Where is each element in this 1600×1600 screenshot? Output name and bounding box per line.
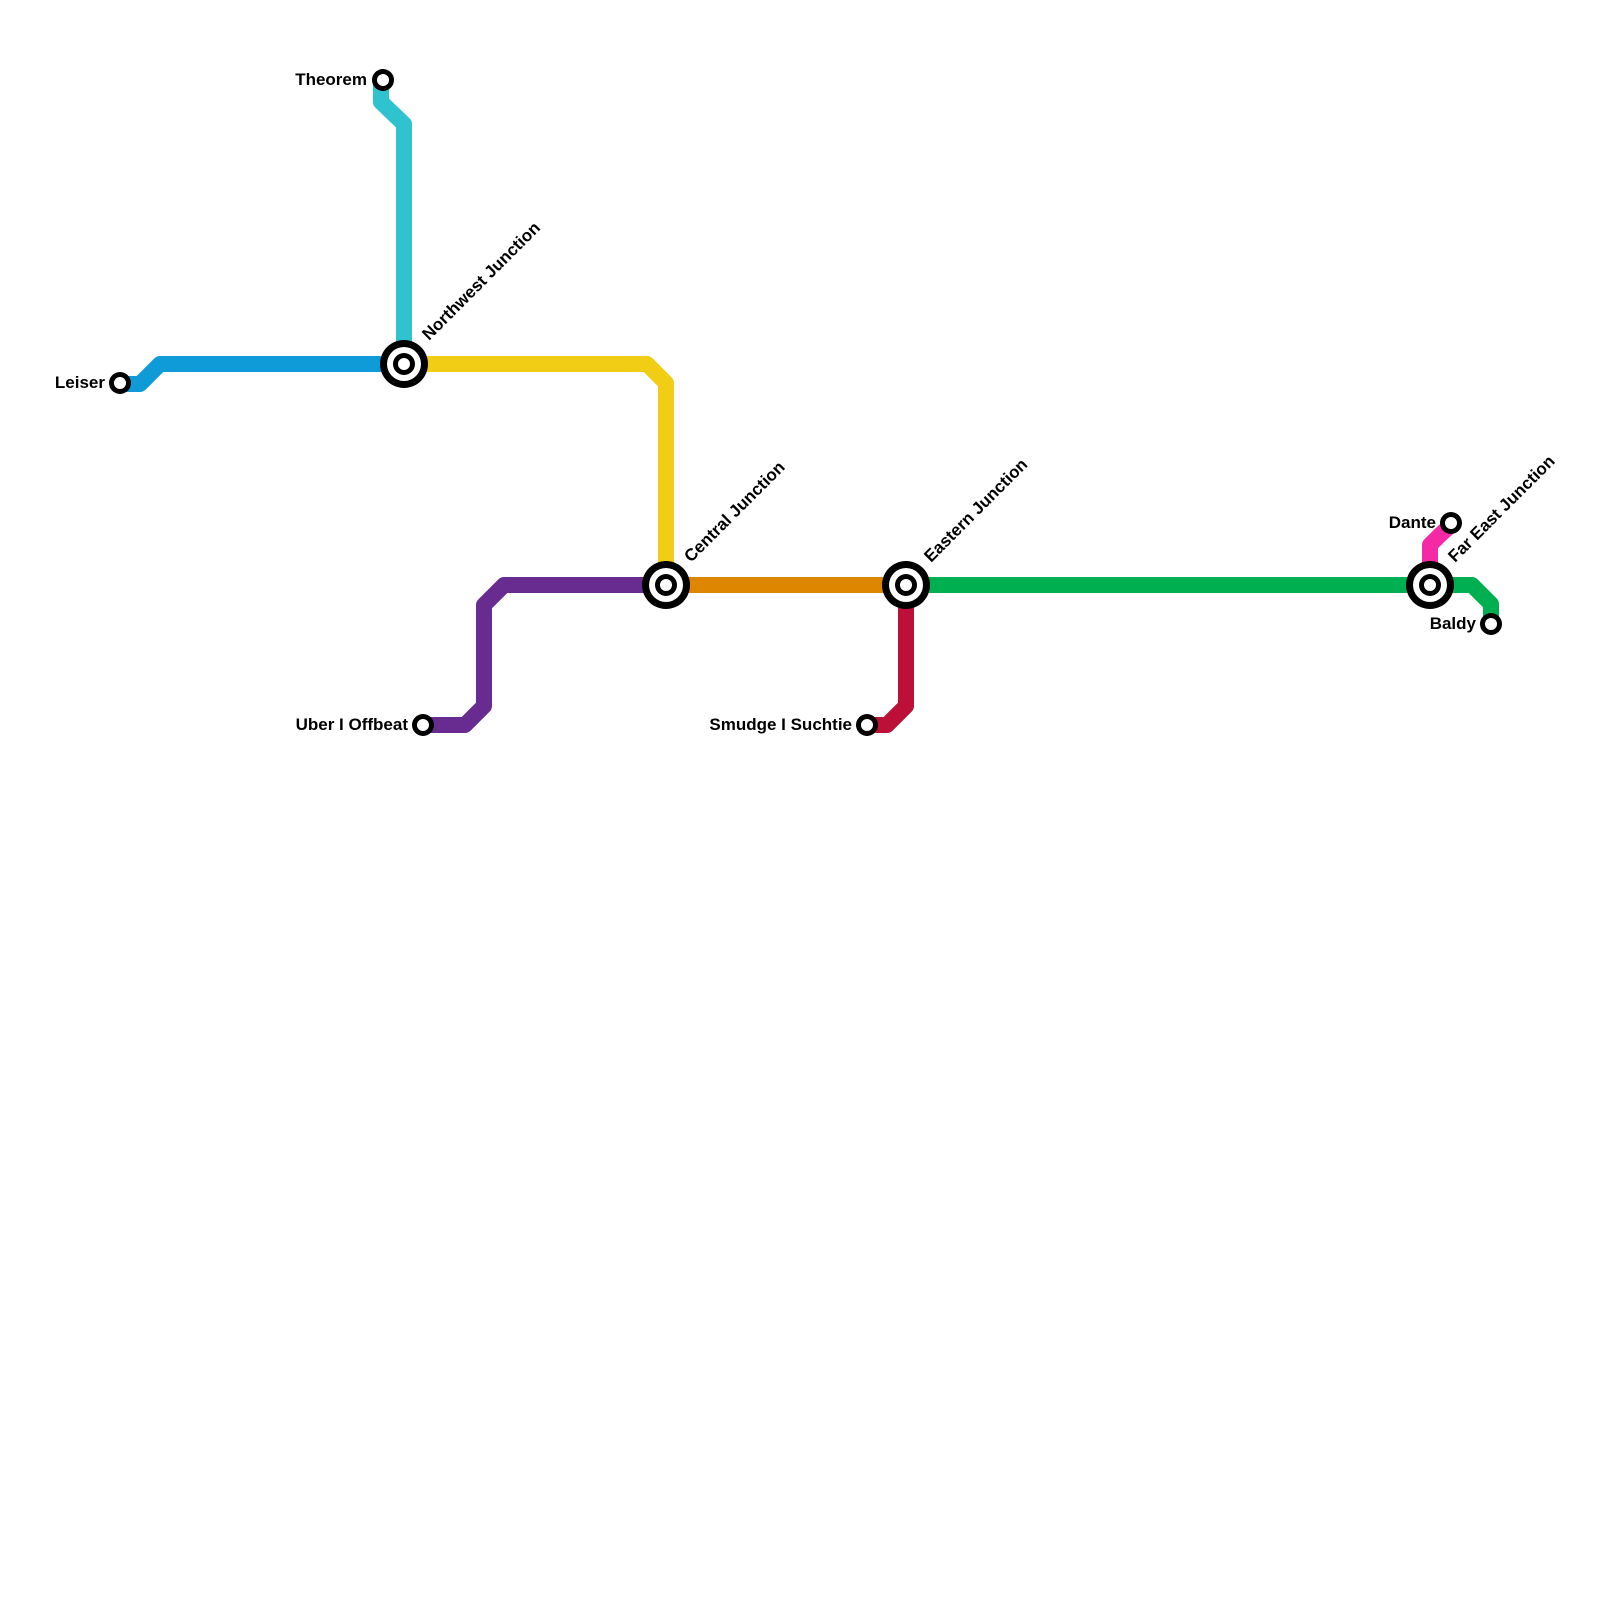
green-line [898, 577, 1499, 630]
label-uber-offbeat: Uber I Offbeat [296, 715, 409, 734]
station-baldy[interactable] [1480, 613, 1502, 635]
label-northwest-junction: Northwest Junction [418, 218, 544, 344]
label-leiser: Leiser [55, 373, 105, 392]
label-far-east-junction: Far East Junction [1444, 452, 1558, 566]
station-dante[interactable] [1440, 512, 1462, 534]
purple-line [416, 577, 672, 733]
yellow-line [396, 356, 674, 592]
station-northwest-junction[interactable] [380, 340, 428, 388]
station-uber-offbeat[interactable] [412, 714, 434, 736]
label-baldy: Baldy [1430, 614, 1477, 633]
label-eastern-junction: Eastern Junction [920, 455, 1031, 566]
route-lines [112, 72, 1499, 733]
label-theorem: Theorem [295, 70, 367, 89]
stations [109, 69, 1502, 736]
label-dante: Dante [1389, 513, 1436, 532]
station-labels: Theorem Leiser Uber I Offbeat Smudge I S… [55, 70, 1559, 734]
station-eastern-junction[interactable] [882, 561, 930, 609]
label-smudge-suchtie: Smudge I Suchtie [709, 715, 852, 734]
station-smudge-suchtie[interactable] [856, 714, 878, 736]
blue-line [112, 356, 408, 392]
label-central-junction: Central Junction [680, 458, 788, 566]
cyan-line [373, 72, 412, 370]
station-theorem[interactable] [372, 69, 394, 91]
station-far-east-junction[interactable] [1406, 561, 1454, 609]
station-leiser[interactable] [109, 372, 131, 394]
station-central-junction[interactable] [642, 561, 690, 609]
